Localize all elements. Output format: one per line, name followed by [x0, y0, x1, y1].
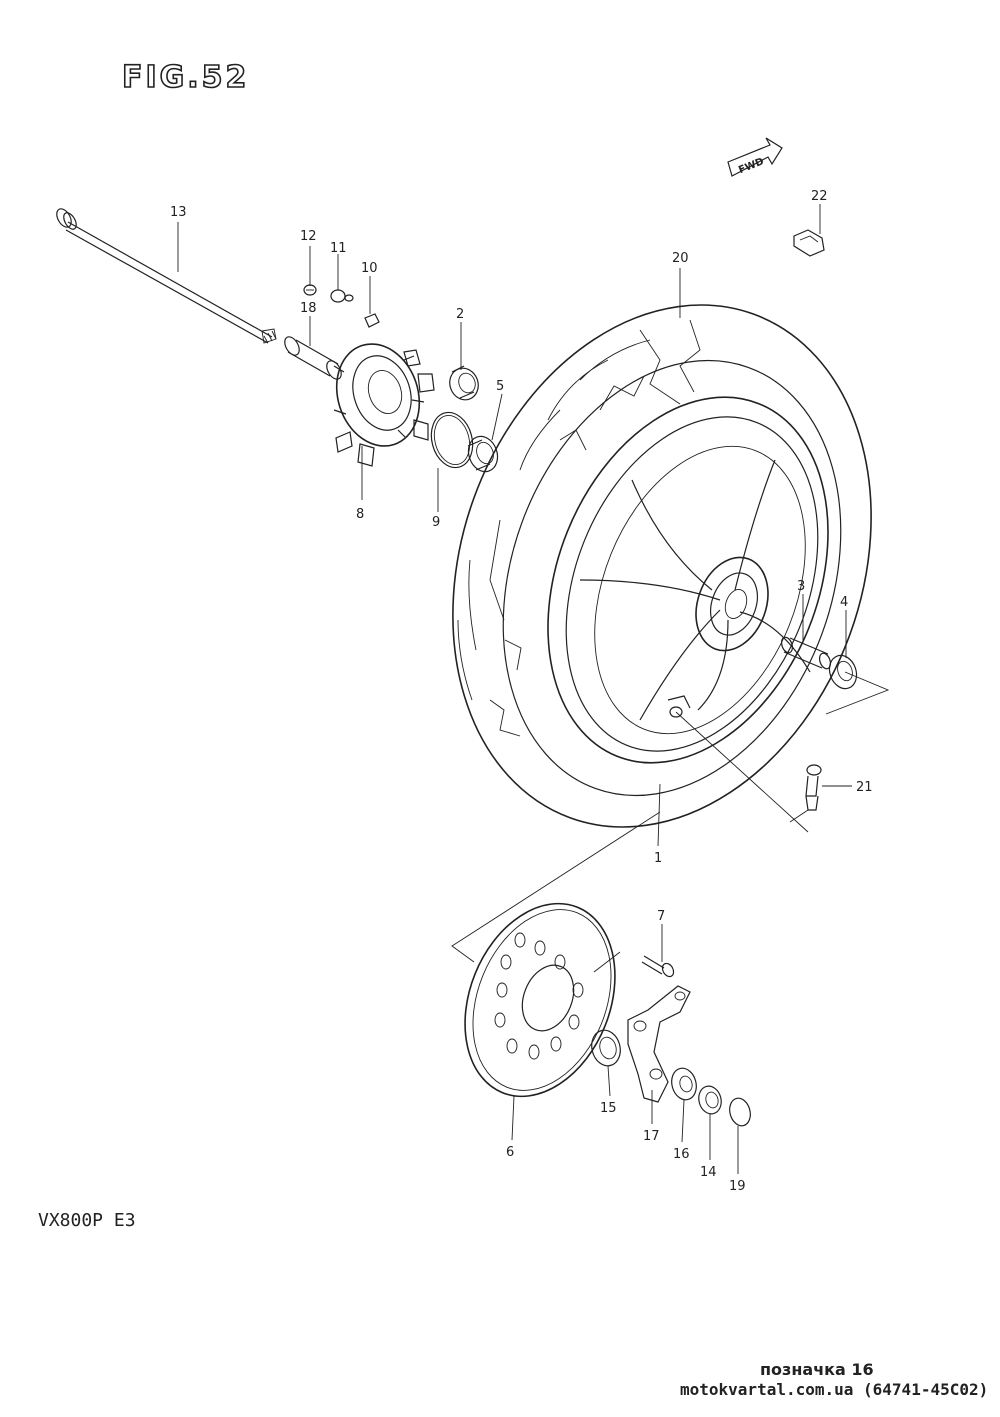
callout-14: 14 — [700, 1165, 717, 1180]
callout-21: 21 — [856, 780, 873, 795]
figure-title: FIG.52 — [121, 59, 250, 96]
spacer-part — [284, 336, 342, 380]
callout-15: 15 — [600, 1101, 617, 1116]
callout-7: 7 — [657, 909, 665, 924]
valve-part — [805, 764, 822, 811]
callout-12: 12 — [300, 229, 317, 244]
forward-arrow-label: FWD — [737, 156, 765, 176]
callout-4: 4 — [840, 595, 848, 610]
o-ring-part — [430, 411, 474, 469]
footer-source: motokvartal.com.ua (64741-45C02) — [680, 1380, 989, 1399]
callout-2: 2 — [456, 307, 464, 322]
forward-arrow-icon: FWD — [727, 137, 783, 177]
bearing-2-part — [449, 365, 479, 401]
callout-leaders — [177, 204, 852, 1174]
wheel-rim-part — [547, 396, 829, 764]
bolt-part — [641, 955, 675, 978]
footer-note: позначка 16 — [760, 1360, 874, 1379]
bearing-14-part — [698, 1085, 722, 1115]
callout-labels: 13 12 11 10 18 2 5 8 9 20 22 3 4 1 21 7 … — [170, 189, 873, 1194]
model-code: VX800P E3 — [38, 1210, 136, 1231]
assembly-guide-lines — [451, 671, 890, 973]
caliper-bracket-part — [627, 985, 691, 1103]
callout-18: 18 — [300, 301, 317, 316]
callout-10: 10 — [361, 261, 378, 276]
callout-11: 11 — [330, 241, 347, 256]
axle-part — [56, 208, 277, 344]
callout-13: 13 — [170, 205, 187, 220]
callout-19: 19 — [729, 1179, 746, 1194]
callout-9: 9 — [432, 515, 440, 530]
spacer-3-part — [780, 636, 832, 670]
brake-disc-part — [464, 902, 616, 1098]
callout-6: 6 — [506, 1145, 514, 1160]
tire-part — [452, 304, 872, 828]
seal-cap-part — [729, 1097, 751, 1127]
callout-1: 1 — [654, 851, 662, 866]
callout-8: 8 — [356, 507, 364, 522]
spacer-16-part — [671, 1067, 697, 1101]
callout-16: 16 — [673, 1147, 690, 1162]
bearing-4-part — [828, 654, 858, 690]
callout-3: 3 — [797, 579, 805, 594]
callout-5: 5 — [496, 379, 504, 394]
hub-drum-part — [333, 343, 435, 467]
bearing-15-part — [591, 1029, 621, 1067]
callout-20: 20 — [672, 251, 689, 266]
clip-part — [793, 229, 825, 257]
callout-22: 22 — [811, 189, 828, 204]
callout-17: 17 — [643, 1129, 660, 1144]
